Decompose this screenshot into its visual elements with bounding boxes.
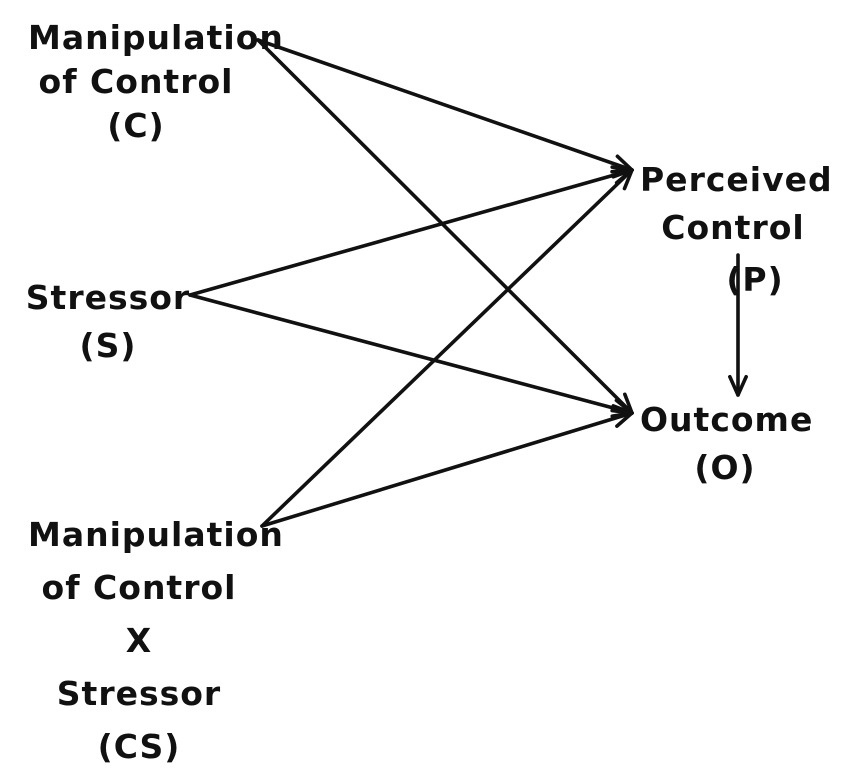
node-cs-line-4: Stressor bbox=[56, 674, 222, 713]
node-s-line-1: Stressor bbox=[25, 278, 191, 317]
arrow-manipulation-to-perceived-control bbox=[256, 38, 634, 174]
node-p-line-1: Perceived bbox=[640, 160, 833, 199]
arrowhead-icon bbox=[611, 168, 634, 191]
arrow-shaft bbox=[260, 411, 634, 528]
node-s-line-2: (S) bbox=[79, 326, 137, 365]
arrow-shaft bbox=[188, 168, 634, 297]
node-stressor: Stressor (S) bbox=[18, 276, 198, 368]
arrow-shaft bbox=[260, 168, 634, 528]
node-manipulation-of-control: Manipulation of Control (C) bbox=[28, 16, 284, 148]
node-cs-line-1: Manipulation bbox=[28, 515, 284, 554]
node-perceived-control: Perceived Control (P) bbox=[640, 158, 833, 302]
arrow-stressor-to-outcome bbox=[188, 293, 634, 418]
arrow-interaction-to-outcome bbox=[260, 408, 634, 528]
node-c-line-2: of Control bbox=[38, 62, 234, 101]
arrow-shaft bbox=[256, 38, 634, 172]
node-p-line-2: Control bbox=[661, 208, 805, 247]
arrow-manipulation-to-outcome bbox=[256, 38, 634, 415]
node-p-line-3: (P) bbox=[726, 260, 784, 299]
node-cs-line-2: of Control bbox=[41, 568, 237, 607]
node-outcome: Outcome (O) bbox=[640, 398, 814, 490]
arrow-interaction-to-perceived-control bbox=[260, 168, 634, 528]
node-c-line-1: Manipulation bbox=[28, 18, 284, 57]
arrowhead-icon bbox=[728, 374, 748, 397]
node-o-line-2: (O) bbox=[694, 448, 756, 487]
node-cs-line-5: (CS) bbox=[97, 727, 181, 766]
node-o-line-1: Outcome bbox=[640, 400, 814, 439]
arrow-shaft bbox=[256, 38, 634, 415]
node-interaction-term: Manipulation of Control X Stressor (CS) bbox=[28, 508, 284, 773]
arrow-stressor-to-perceived-control bbox=[188, 165, 634, 297]
arrow-shaft bbox=[188, 293, 634, 415]
node-c-line-3: (C) bbox=[107, 106, 165, 145]
arrow-perceived-control-to-outcome bbox=[728, 253, 748, 397]
node-cs-line-3: X bbox=[125, 621, 153, 660]
arrowhead-icon bbox=[610, 408, 634, 428]
